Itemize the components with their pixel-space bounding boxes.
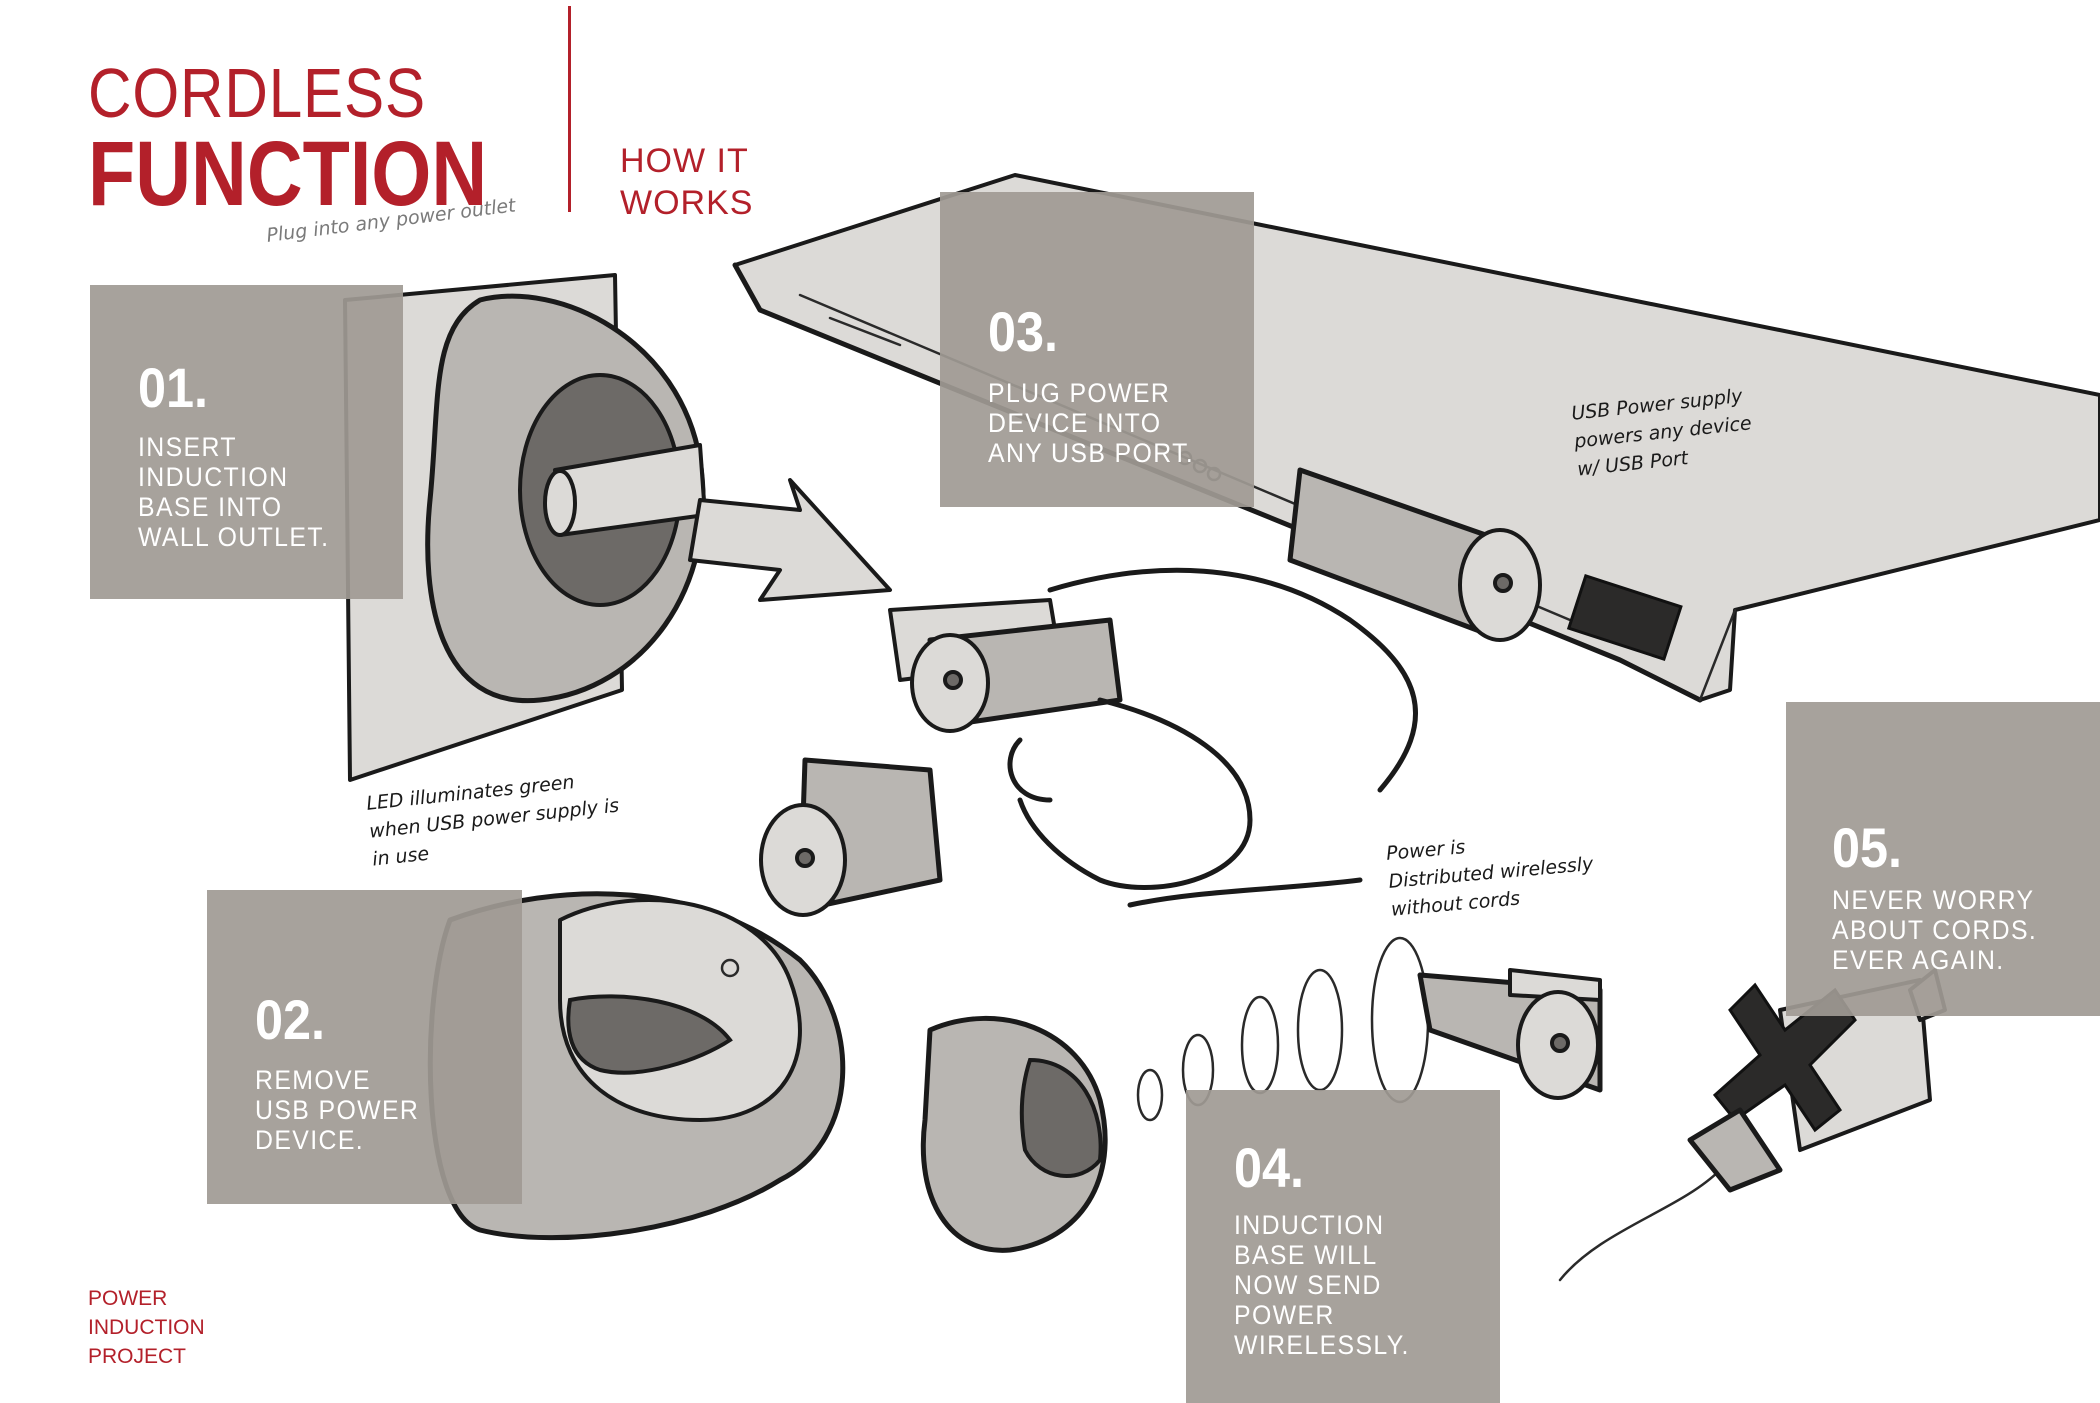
title-line-2: FUNCTION <box>88 123 488 225</box>
induction-base-led-sketch <box>427 891 846 1241</box>
step-text: NEVER WORRY ABOUT CORDS. EVER AGAIN. <box>1832 885 2038 975</box>
step-panel-03: 03. PLUG POWER DEVICE INTO ANY USB PORT. <box>940 192 1254 507</box>
step-text: INSERT INDUCTION BASE INTO WALL OUTLET. <box>138 432 330 552</box>
removed-usb-device-sketch <box>759 757 943 917</box>
hand-holding-device-sketch <box>888 567 1418 908</box>
step-number: 02. <box>255 988 326 1051</box>
step-number: 03. <box>988 300 1059 363</box>
step-panel-01: 01. INSERT INDUCTION BASE INTO WALL OUTL… <box>90 285 403 599</box>
annotation-wireless: Power is Distributed wirelessly without … <box>1385 836 1595 921</box>
project-label: POWER INDUCTION PROJECT <box>88 1287 205 1368</box>
step-panel-04: 04. INDUCTION BASE WILL NOW SEND POWER W… <box>1186 1090 1500 1403</box>
wall-outlet-sketch <box>343 273 707 782</box>
step-panel-05: 05. NEVER WORRY ABOUT CORDS. EVER AGAIN. <box>1786 702 2100 1016</box>
usb-device-in-laptop-sketch <box>1287 467 1542 642</box>
induction-base-wireless-sketch <box>920 936 1430 1253</box>
usb-device-receiving-sketch <box>1417 968 1603 1100</box>
subtitle: HOW IT WORKS <box>620 142 754 222</box>
step-text: REMOVE USB POWER DEVICE. <box>255 1065 420 1155</box>
title-line-1: CORDLESS <box>88 54 427 132</box>
step-text: PLUG POWER DEVICE INTO ANY USB PORT. <box>988 378 1195 468</box>
step-number: 04. <box>1234 1136 1305 1199</box>
header-divider <box>568 6 571 212</box>
step-text: INDUCTION BASE WILL NOW SEND POWER WIREL… <box>1234 1210 1410 1360</box>
cordless-plug-sketch <box>1558 968 1947 1282</box>
step-number: 01. <box>138 356 209 419</box>
insert-arrow <box>688 478 892 602</box>
step-number: 05. <box>1832 816 1903 879</box>
step-panel-02: 02. REMOVE USB POWER DEVICE. <box>207 890 522 1204</box>
